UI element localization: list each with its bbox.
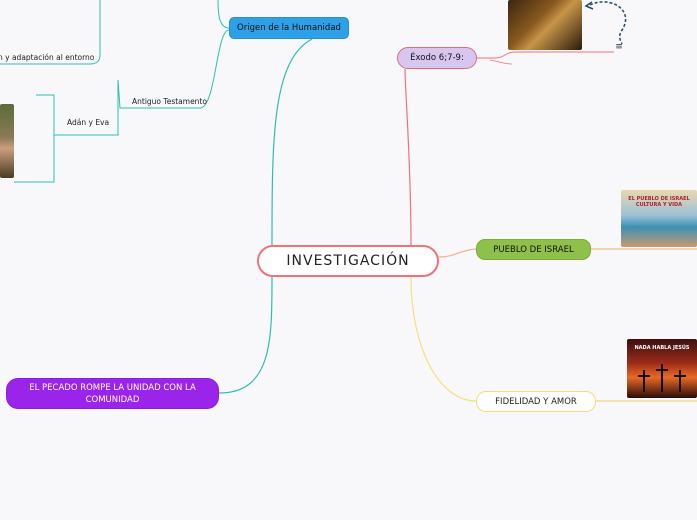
- topic-fidelidad-amor[interactable]: FIDELIDAD Y AMOR: [476, 391, 596, 412]
- cross-icon: [656, 364, 668, 392]
- arrow-head: [584, 1, 594, 10]
- link-origen: [271, 38, 313, 246]
- topic-pueblo-israel[interactable]: PUEBLO DE ISRAEL: [476, 239, 591, 260]
- link-origen-up: [217, 0, 230, 29]
- subtopic-antiguo-testamento[interactable]: Antiguo Testamento: [132, 97, 207, 106]
- pueblo-image-text: EL PUEBLO DE ISRAEL CULTURA Y VIDA: [628, 196, 690, 208]
- subtopic-adaptacion[interactable]: n y adaptación al entorno: [0, 53, 95, 62]
- topic-origen-humanidad[interactable]: Origen de la Humanidad: [229, 17, 349, 39]
- link-pueblo: [438, 248, 477, 258]
- link-adaptacion: [0, 0, 101, 65]
- link-adan: [60, 79, 130, 136]
- fidelidad-image-text: NADA HABLA JESÚS: [634, 345, 690, 351]
- link-adan-img: [14, 94, 60, 183]
- central-node[interactable]: INVESTIGACIÓN: [257, 245, 439, 277]
- adan-eva-image[interactable]: [0, 104, 14, 178]
- topic-pecado-unidad[interactable]: EL PECADO ROMPE LA UNIDAD CON LA COMUNID…: [6, 378, 219, 409]
- link-antiguo: [130, 29, 230, 109]
- subtopic-adan-eva[interactable]: Adán y Eva: [67, 118, 110, 127]
- cross-icon: [674, 370, 686, 392]
- note-icon[interactable]: ≡: [615, 42, 623, 52]
- link-exodo: [404, 68, 412, 246]
- link-pecado: [218, 276, 273, 394]
- pueblo-israel-image[interactable]: EL PUEBLO DE ISRAEL CULTURA Y VIDA: [621, 190, 697, 247]
- cross-icon: [638, 370, 650, 392]
- fidelidad-image[interactable]: NADA HABLA JESÚS: [627, 339, 697, 398]
- exodo-image[interactable]: [508, 0, 582, 50]
- link-exodo-img: [477, 51, 614, 59]
- topic-exodo[interactable]: Éxodo 6;7-9:: [397, 47, 477, 69]
- curved-arrow-icon: [589, 1, 627, 45]
- link-fidelidad: [410, 276, 477, 402]
- link-exodo-tail: [489, 59, 513, 65]
